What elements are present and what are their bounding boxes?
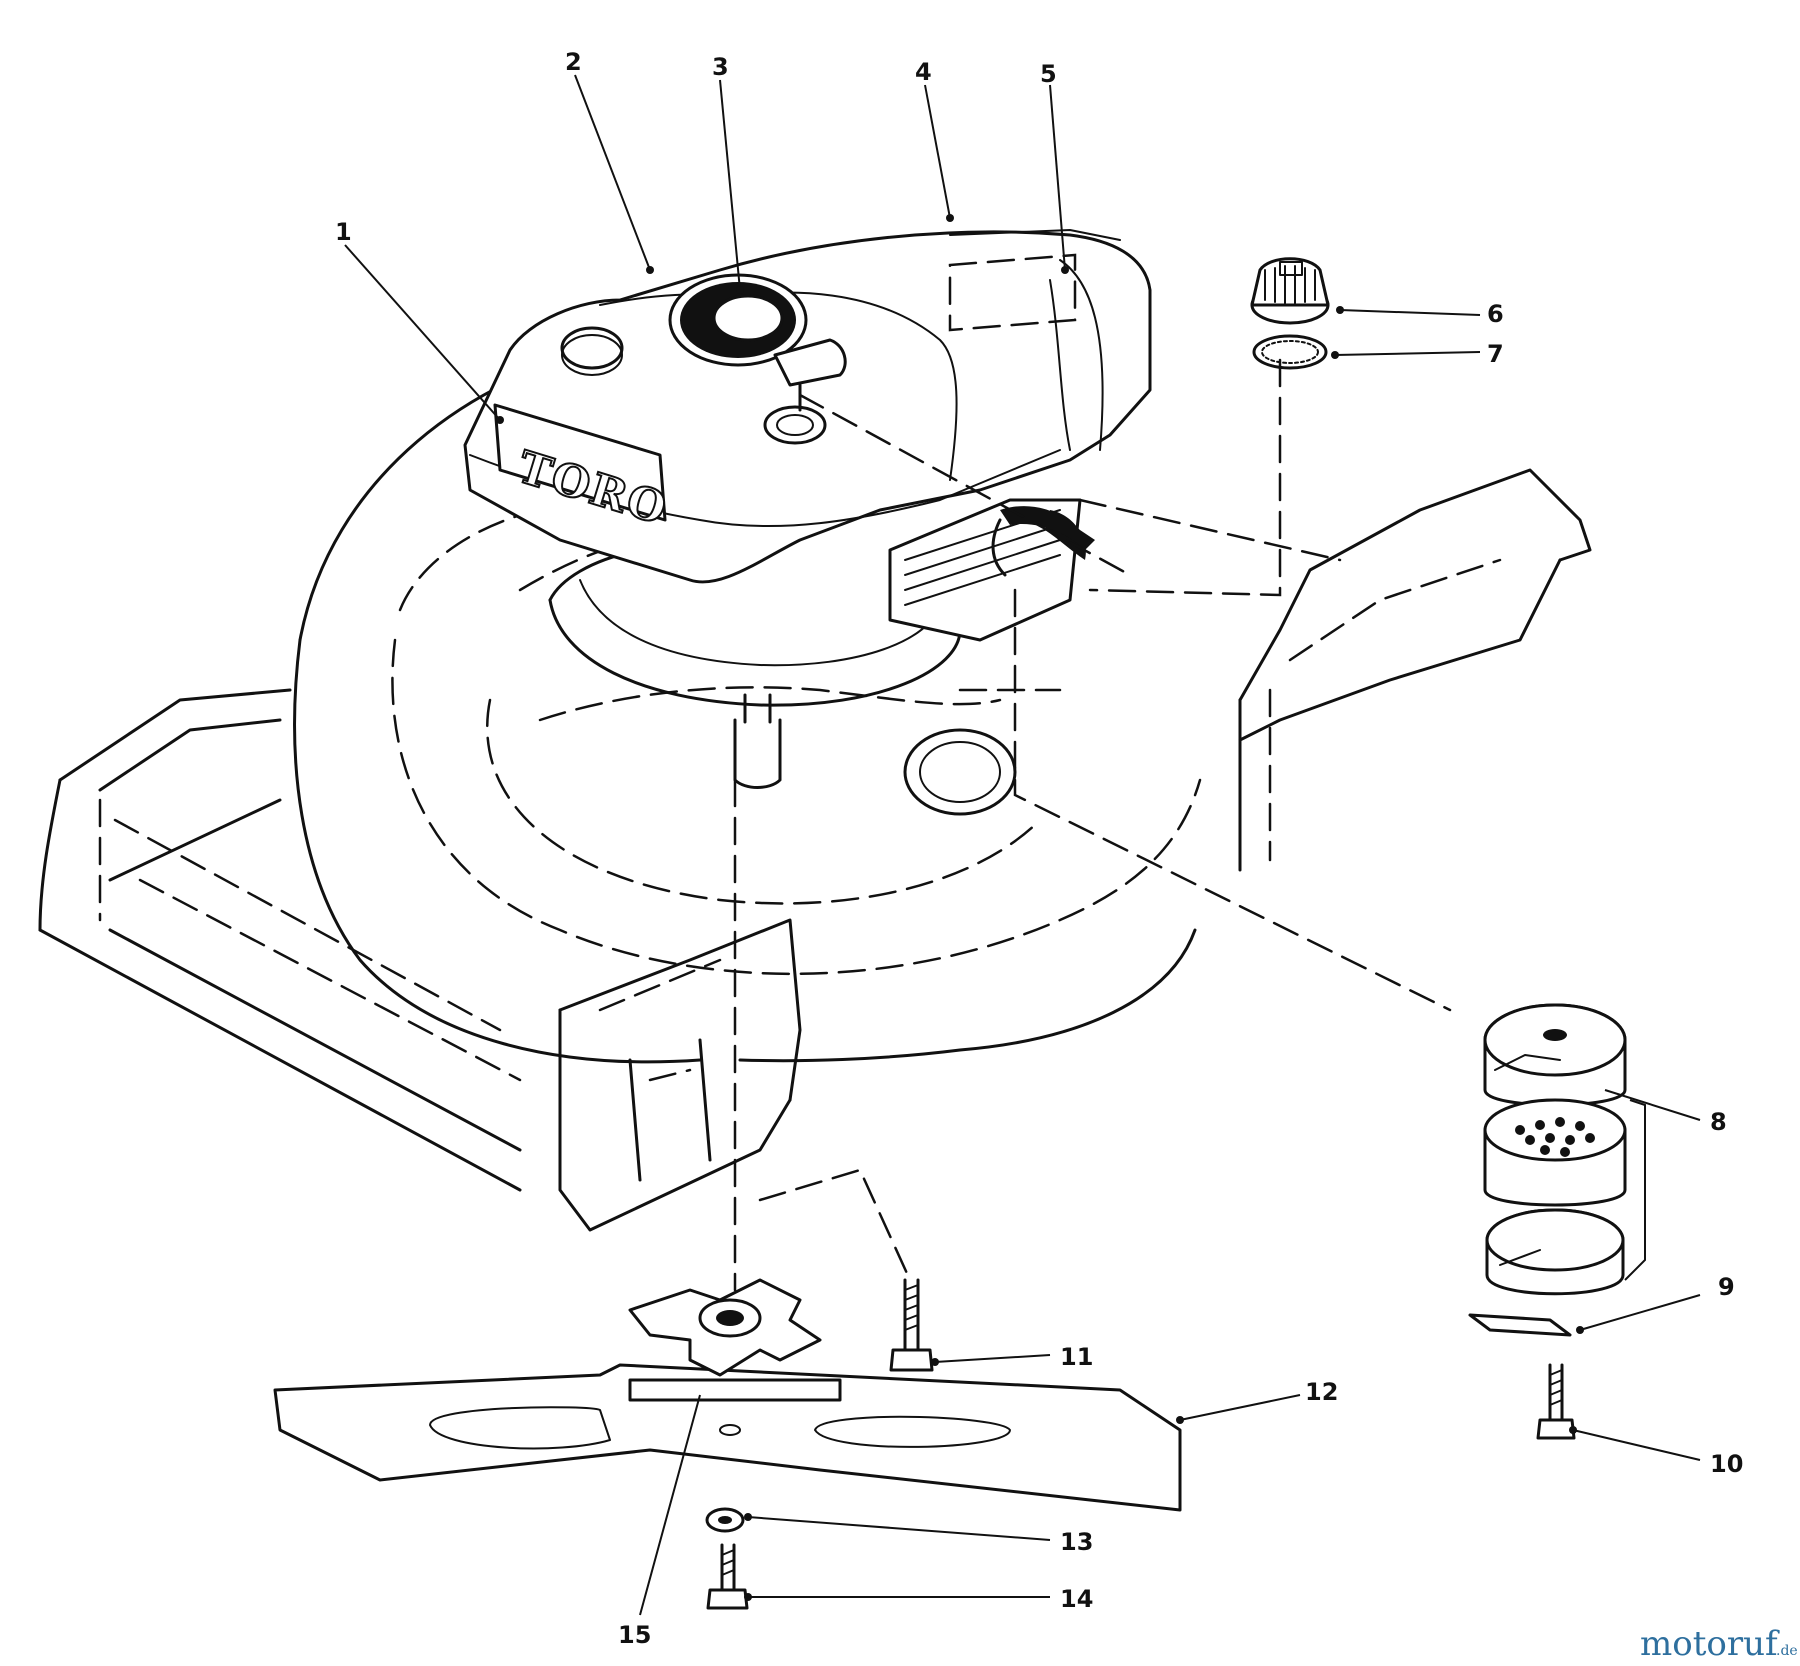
assembly-lines	[733, 358, 1452, 1292]
bolt-14	[706, 1543, 749, 1610]
bolt-10	[1536, 1363, 1576, 1440]
lock-plate	[1468, 1313, 1572, 1337]
callout-1: 1	[335, 218, 352, 246]
watermark: motoruf .de	[1640, 1624, 1798, 1664]
recoil-starter	[668, 273, 808, 367]
callout-13: 13	[1060, 1528, 1093, 1556]
watermark-text: motoruf	[1640, 1624, 1780, 1664]
watermark-suffix: .de	[1776, 1643, 1798, 1659]
callout-7: 7	[1487, 340, 1504, 368]
oil-fill	[763, 405, 827, 445]
leader-lines	[344, 74, 1701, 1616]
callout-12: 12	[1305, 1378, 1338, 1406]
callout-3: 3	[712, 53, 729, 81]
air-cleaner-cap	[1250, 257, 1330, 325]
bolt-11	[889, 1278, 934, 1372]
starter-handle	[773, 338, 847, 387]
callout-14: 14	[1060, 1585, 1093, 1613]
blade	[273, 1363, 1182, 1512]
air-filter-element	[1252, 334, 1328, 370]
mower-deck-housing	[38, 338, 1592, 1232]
cylinder-fins	[888, 498, 1086, 642]
callout-6: 6	[1487, 300, 1504, 328]
callout-5: 5	[1040, 60, 1057, 88]
engine-assembly: TORO	[463, 229, 1152, 789]
callout-8: 8	[1710, 1108, 1727, 1136]
callout-4: 4	[915, 58, 932, 86]
engine-shroud: TORO	[463, 229, 1152, 584]
callout-labels: 1 2 3 4 5 6 7 8 9 10 11 12 13 14 15	[335, 48, 1743, 1649]
muffler-assembly	[1468, 1003, 1627, 1337]
callout-10: 10	[1710, 1450, 1743, 1478]
callout-15: 15	[618, 1621, 651, 1649]
callout-2: 2	[565, 48, 582, 76]
blade-adapter	[628, 1278, 842, 1402]
callout-9: 9	[1718, 1273, 1735, 1301]
callout-11: 11	[1060, 1343, 1093, 1371]
